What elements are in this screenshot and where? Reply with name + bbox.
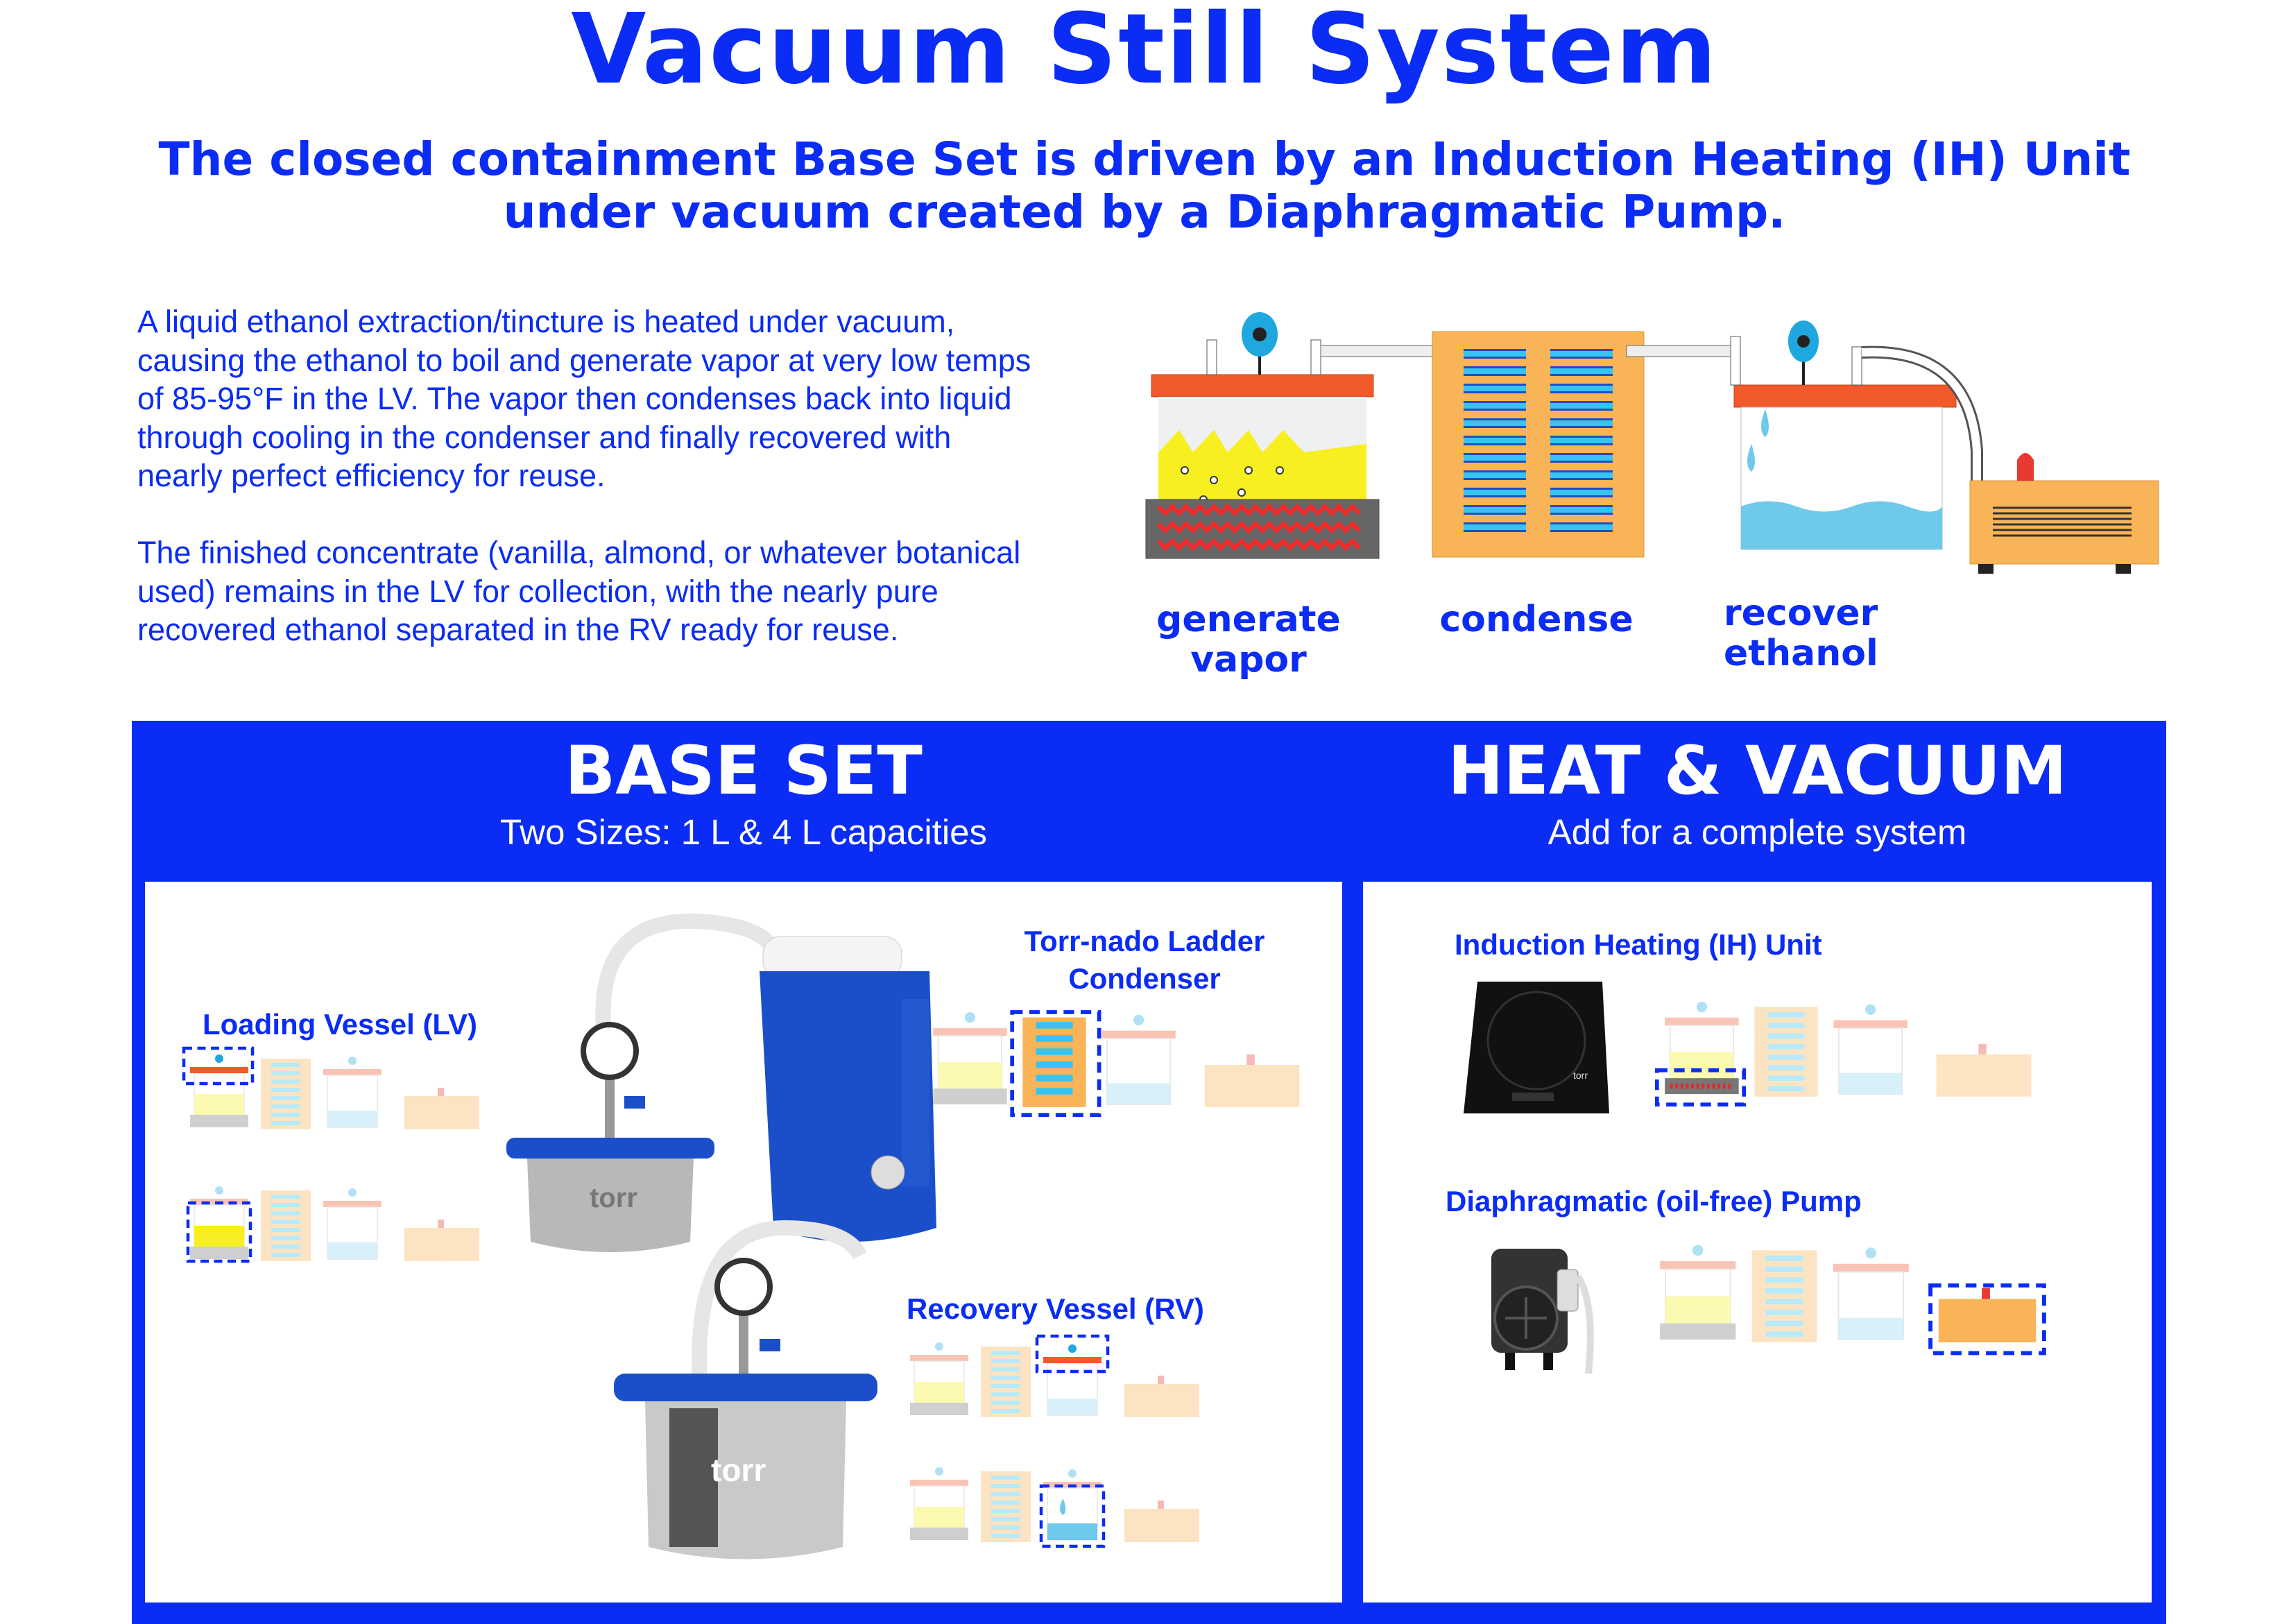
condensate-tube xyxy=(1626,345,1738,357)
subtitle-line-2: under vacuum created by a Diaphragmatic … xyxy=(503,185,1786,239)
base-set-heading: BASE SET xyxy=(565,732,923,810)
induction-cooktop-photo: torr xyxy=(1464,982,1609,1113)
base-set-product-photo: torr torr xyxy=(506,913,936,1559)
rv-thumbnail-lid xyxy=(902,1334,1214,1439)
recovery-vessel-photo: torr xyxy=(614,1258,877,1559)
condenser-label: Torr-nado Ladder Condenser xyxy=(999,923,1290,998)
base-set-subheading: Two Sizes: 1 L & 4 L capacities xyxy=(499,812,988,852)
pump-illustration xyxy=(1969,453,2159,574)
loading-vessel-photo: torr xyxy=(506,1022,714,1252)
pressure-gauge-icon xyxy=(581,1022,639,1080)
process-diagram xyxy=(1145,312,2159,574)
step-line-2: ethanol xyxy=(1724,633,1878,674)
subtitle-line-1: The closed containment Base Set is drive… xyxy=(158,133,2131,186)
condenser-label-line-2: Condenser xyxy=(1068,962,1221,995)
page-subtitle: The closed containment Base Set is drive… xyxy=(0,133,2289,239)
condenser-illustration xyxy=(1432,331,1645,558)
connector-hose xyxy=(692,1220,867,1458)
heat-vacuum-subheading: Add for a complete system xyxy=(1548,812,1967,852)
pressure-gauge-icon xyxy=(714,1258,773,1316)
step-label-generate-vapor: generate vapor xyxy=(1144,599,1353,680)
diaphragm-pump-photo xyxy=(1491,1249,1594,1374)
ih-thumbnail xyxy=(1654,989,2067,1107)
cooler-condenser xyxy=(760,936,936,1242)
vapor-tube xyxy=(1320,345,1446,357)
vacuum-hose xyxy=(595,913,785,1027)
condenser-thumbnail xyxy=(923,999,1318,1118)
loading-vessel-label: Loading Vessel (LV) xyxy=(203,1008,477,1041)
step-label-recover-ethanol: recover ethanol xyxy=(1692,593,1939,674)
lv-thumbnail-lid xyxy=(182,1046,494,1148)
description-paragraph-2: The finished concentrate (vanilla, almon… xyxy=(137,535,1021,647)
rv-thumbnail-vessel xyxy=(902,1453,1214,1548)
torr-logo-cooktop: torr xyxy=(1573,1070,1588,1081)
torr-logo-rv: torr xyxy=(711,1452,766,1488)
ih-unit-label: Induction Heating (IH) Unit xyxy=(1455,928,1822,961)
lv-thumbnail-vessel xyxy=(186,1176,494,1280)
page-title: Vacuum Still System xyxy=(571,0,1718,106)
recovery-vessel-illustration xyxy=(1730,320,1957,550)
step-line-1: generate xyxy=(1156,599,1341,640)
pump-label: Diaphragmatic (oil-free) Pump xyxy=(1446,1185,1862,1217)
condenser-label-line-1: Torr-nado Ladder xyxy=(1024,925,1265,957)
step-line-2: vapor xyxy=(1190,639,1307,681)
description-paragraph-1: A liquid ethanol extraction/tincture is … xyxy=(137,304,1031,493)
torr-logo-lv: torr xyxy=(590,1183,637,1213)
loading-vessel-illustration xyxy=(1145,312,1380,559)
recovery-vessel-label: Recovery Vessel (RV) xyxy=(907,1292,1204,1325)
pump-thumbnail xyxy=(1637,1231,2046,1356)
heat-vacuum-heading: HEAT & VACUUM xyxy=(1448,732,2067,810)
step-line-1: recover xyxy=(1724,592,1878,634)
step-label-condense: condense xyxy=(1439,599,1634,640)
